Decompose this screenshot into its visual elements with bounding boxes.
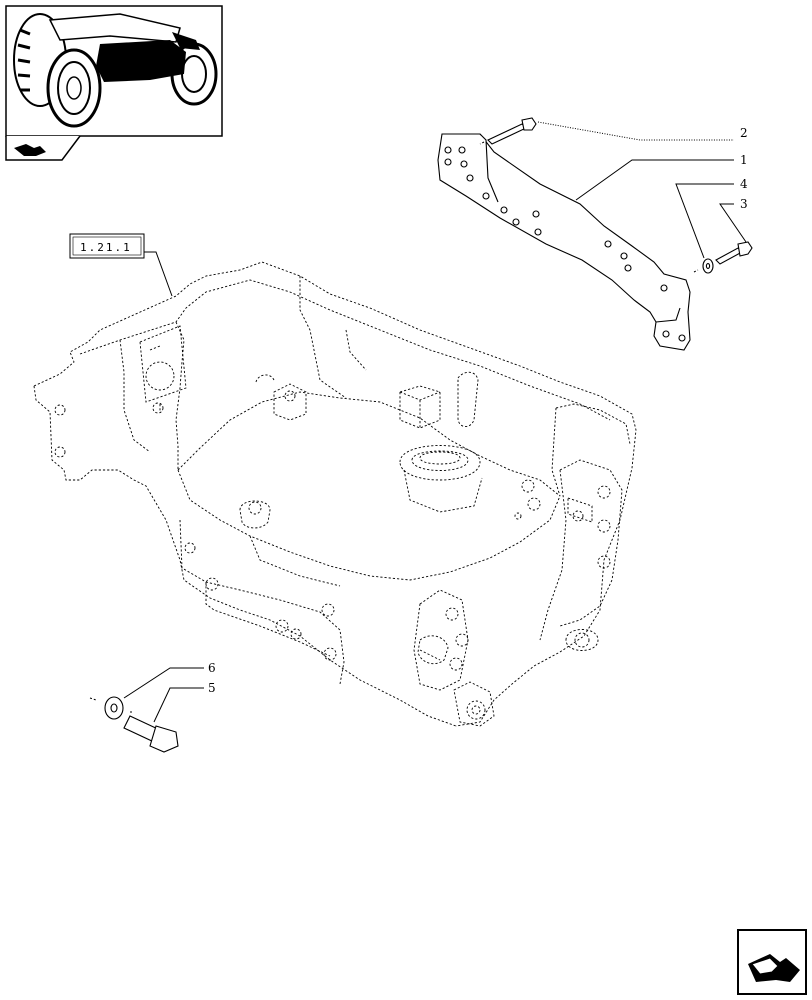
callout-5: 5	[208, 681, 216, 695]
callout-3: 3	[740, 197, 748, 211]
reference-box[interactable]: 1.21.1	[69, 233, 173, 297]
part-2-bolt	[479, 117, 537, 145]
next-page-arrow-icon[interactable]	[737, 929, 807, 995]
part-3-bolt	[715, 241, 753, 265]
nav-arrow-tab-icon[interactable]	[14, 144, 46, 156]
part-5-bolt	[123, 711, 179, 753]
part-6-washer	[89, 696, 124, 720]
callout-6: 6	[208, 661, 216, 675]
reference-label: 1.21.1	[80, 241, 132, 254]
part-1-bracket	[437, 133, 691, 351]
callout-2: 2	[740, 126, 748, 140]
callout-1: 1	[740, 153, 748, 167]
tractor-thumbnail[interactable]	[5, 5, 223, 161]
part-4-washer	[693, 258, 714, 274]
callout-4: 4	[740, 177, 748, 191]
front-axle-support-housing	[33, 261, 637, 727]
callout-leaders	[123, 121, 747, 723]
